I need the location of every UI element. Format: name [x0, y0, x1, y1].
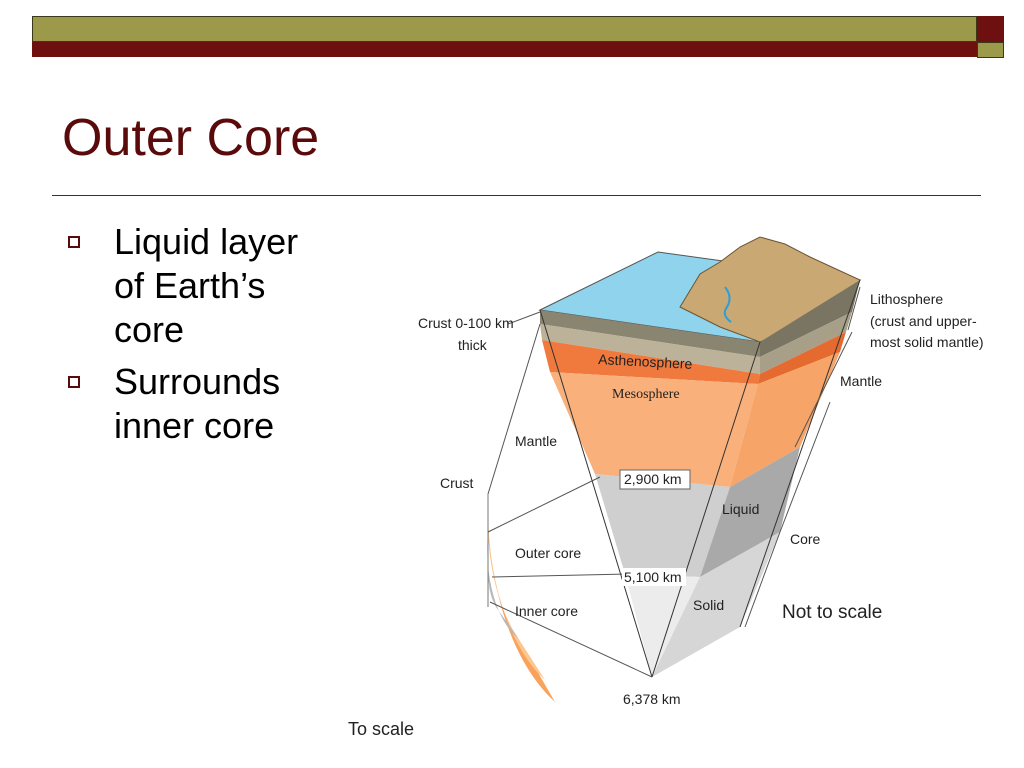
corner-block-olive: [977, 42, 1004, 58]
bullet-list: Liquid layer of Earth’s core Surrounds i…: [62, 220, 372, 456]
crust-layer: [540, 310, 760, 357]
slide-title: Outer Core: [62, 109, 320, 167]
header-olive-band: [32, 16, 977, 42]
inner-core-layer: [625, 574, 700, 677]
mesosphere-side: [730, 352, 840, 487]
connector-lines: [487, 286, 861, 678]
label-crust-thickness-2: thick: [458, 337, 488, 353]
label-depth-2900: 2,900 km: [624, 471, 682, 487]
to-scale-earth-section: [487, 494, 555, 702]
label-lithosphere-3: most solid mantle): [870, 334, 984, 350]
label-solid: Solid: [693, 597, 724, 613]
river: [723, 286, 732, 323]
label-liquid: Liquid: [722, 501, 759, 517]
label-to-scale: To scale: [348, 719, 414, 739]
label-mesosphere: Mesosphere: [612, 387, 680, 402]
header-maroon-band: [32, 42, 977, 57]
label-lithosphere-1: Lithosphere: [870, 291, 943, 307]
bullet-item: Surrounds inner core: [62, 360, 372, 448]
label-core: Core: [790, 531, 821, 547]
label-depth-6378: 6,378 km: [623, 691, 681, 707]
lithosphere-mantle-layer: [540, 324, 760, 374]
label-crust: Crust: [440, 475, 474, 491]
corner-block-maroon: [977, 16, 1004, 42]
depth-box-5100: [622, 568, 686, 586]
label-depth-5100: 5,100 km: [624, 569, 682, 585]
mantle-inner-shade: [487, 500, 545, 680]
title-divider: [52, 195, 981, 196]
bullet-text: Surrounds inner core: [114, 361, 281, 446]
crust-layer-side: [760, 280, 860, 357]
bullet-text: Liquid layer of Earth’s core: [114, 221, 299, 350]
depth-box-2900: [619, 469, 691, 490]
label-not-to-scale: Not to scale: [782, 602, 882, 623]
bullet-item: Liquid layer of Earth’s core: [62, 220, 372, 352]
outer-core-side: [700, 447, 800, 577]
outer-core-layer: [595, 474, 730, 577]
label-outer-core: Outer core: [515, 545, 581, 561]
mantle-ring: [487, 497, 555, 702]
outer-core-ring: [487, 532, 518, 638]
label-mantle-right: Mantle: [840, 373, 882, 389]
label-lithosphere-2: (crust and upper-: [870, 313, 977, 329]
inner-core-side: [652, 532, 780, 677]
earth-wedge: [538, 236, 862, 678]
asthenosphere-side: [758, 332, 846, 384]
label-mantle-left: Mantle: [515, 433, 557, 449]
header-bar: [32, 16, 977, 58]
square-bullet-icon: [68, 236, 80, 248]
asthenosphere-layer: [542, 340, 760, 384]
square-bullet-icon: [68, 376, 80, 388]
label-inner-core: Inner core: [515, 603, 578, 619]
label-crust-thickness-1: Crust 0-100 km: [418, 315, 514, 331]
lithosphere-side: [760, 312, 852, 374]
earth-layers-diagram: Crust 0-100 km thick Lithosphere (crust …: [348, 236, 984, 739]
mesosphere-layer: [550, 372, 758, 487]
label-asthenosphere: Asthenosphere: [598, 351, 693, 372]
